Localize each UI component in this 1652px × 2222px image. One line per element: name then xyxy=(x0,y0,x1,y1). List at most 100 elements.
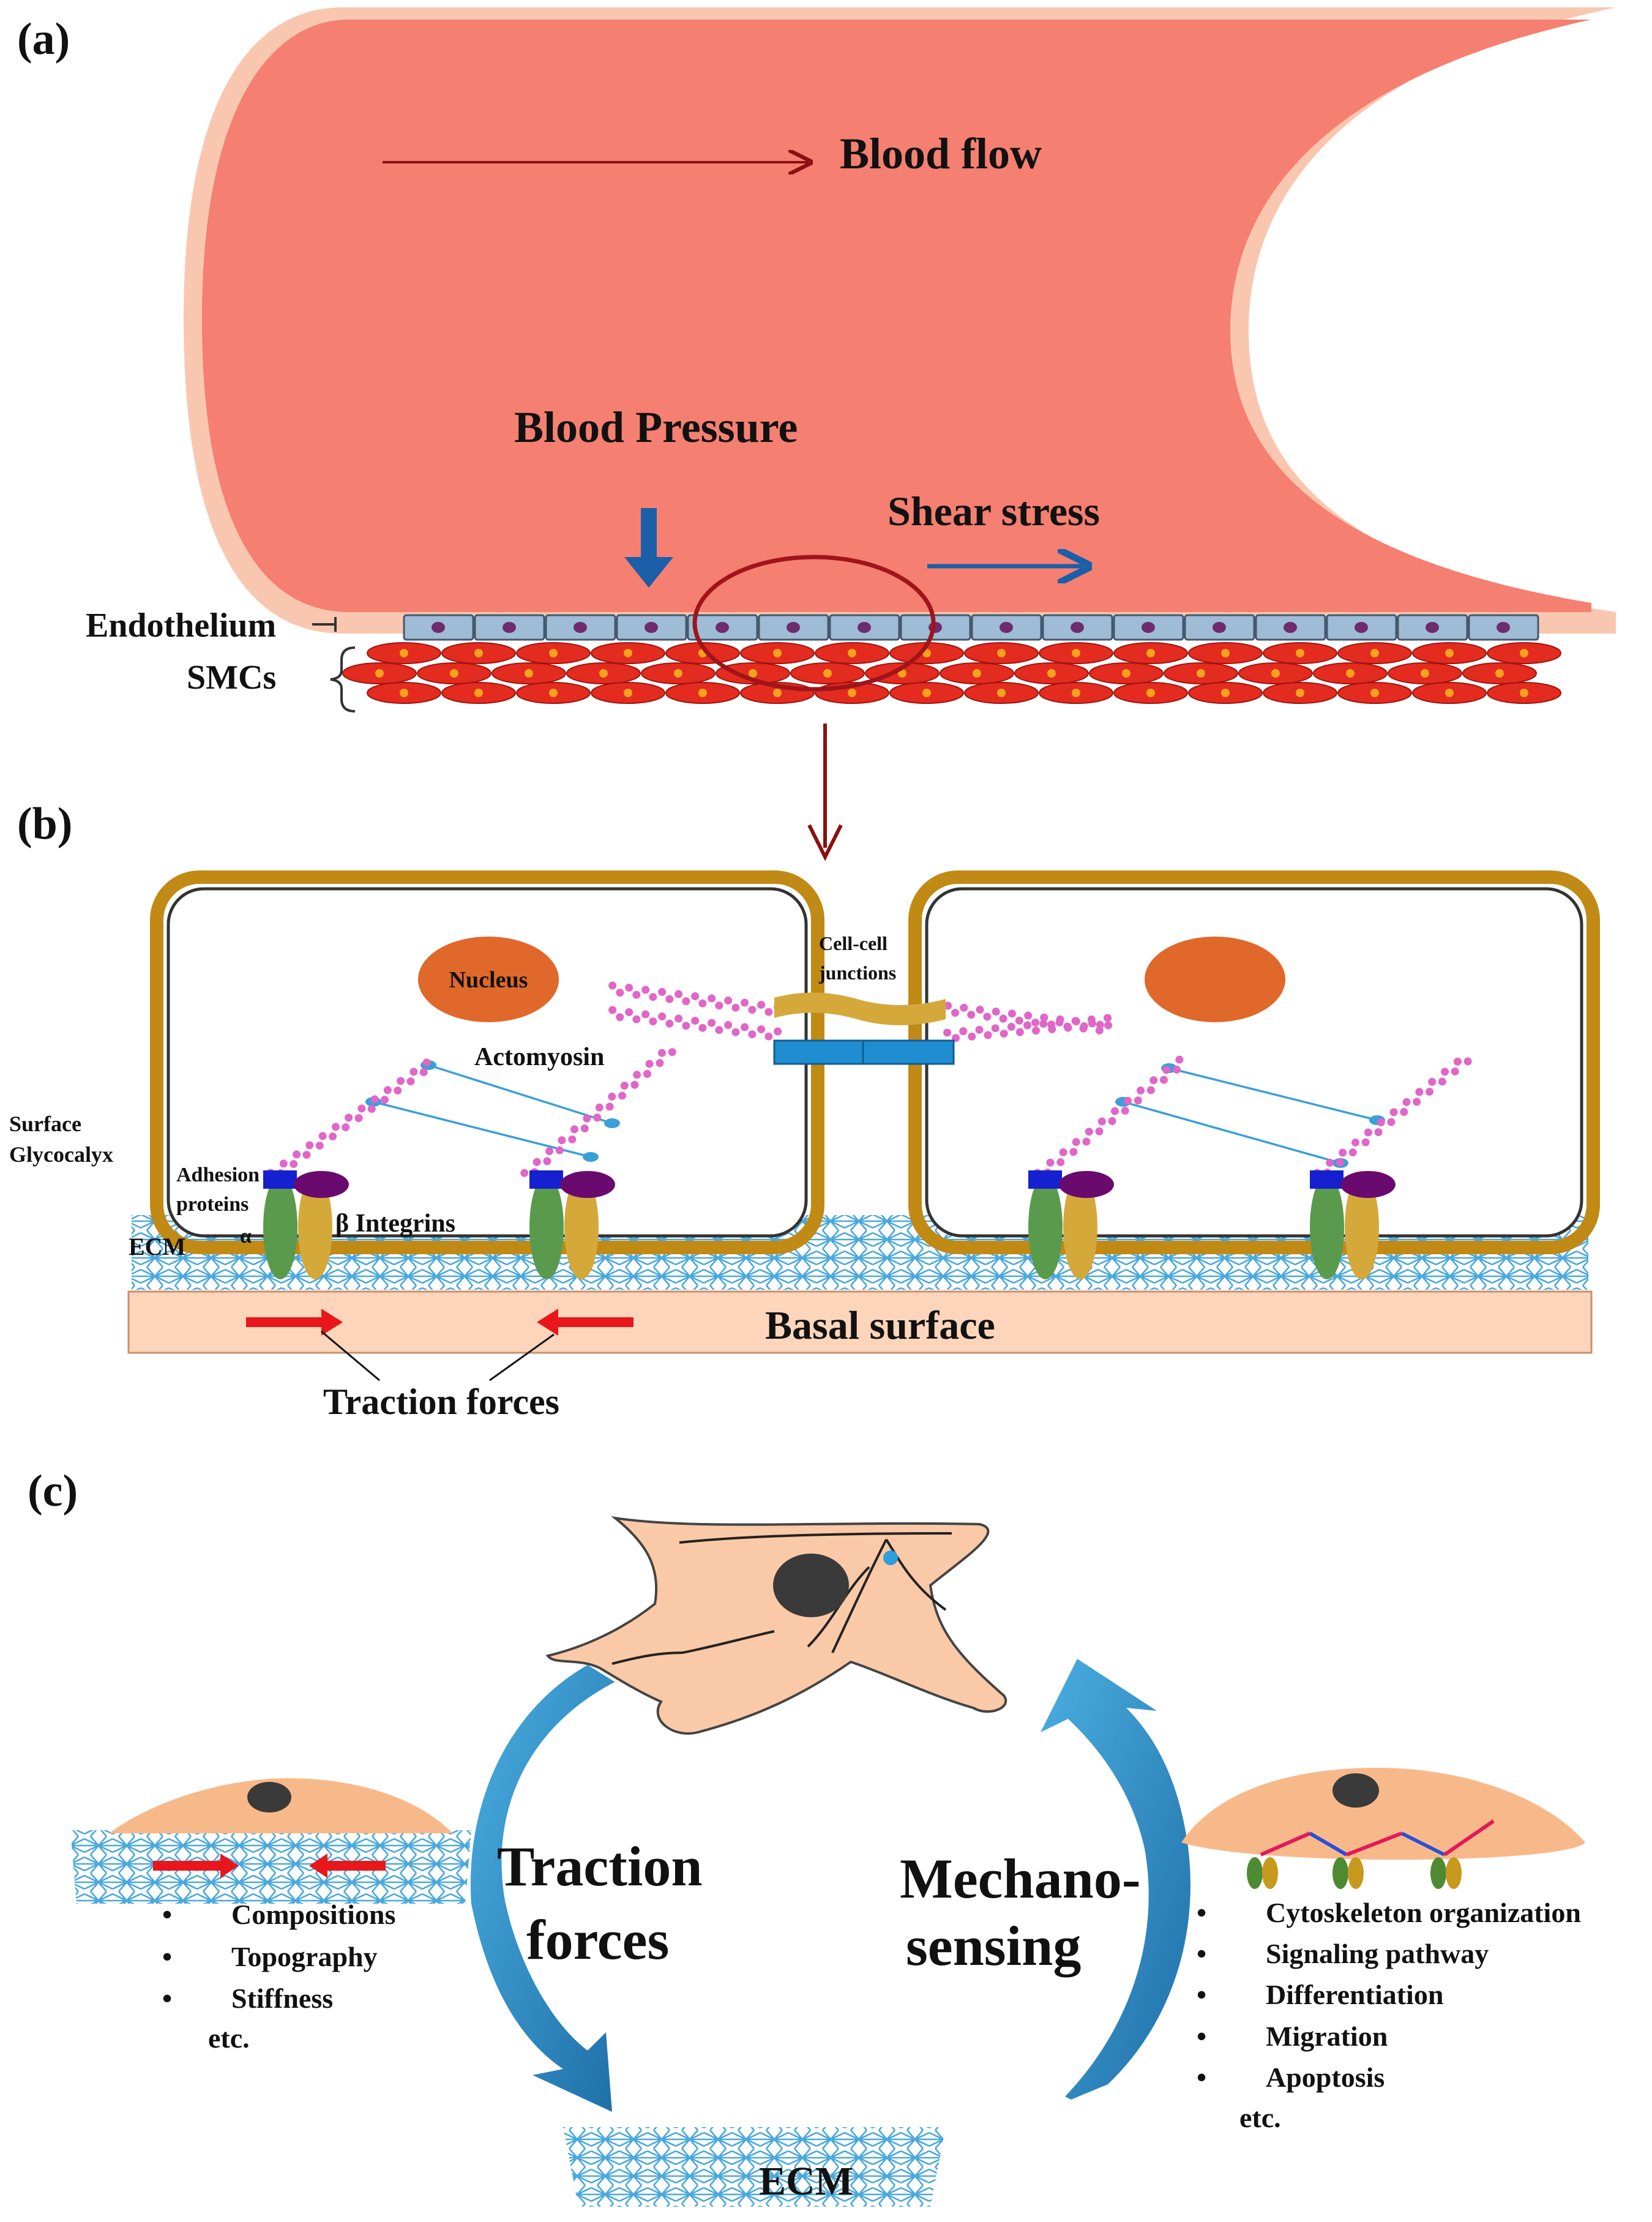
actin-bead xyxy=(290,1160,298,1169)
actin-bead xyxy=(608,1092,616,1101)
actin-bead xyxy=(1348,1148,1357,1157)
actin-bead xyxy=(1415,1088,1424,1096)
smc-nucleus xyxy=(698,689,707,697)
right-item-migration: Migration xyxy=(1266,2021,1388,2052)
actin-bead xyxy=(1137,1087,1145,1095)
integrin-alpha-small xyxy=(1247,1857,1263,1889)
actin-bead xyxy=(656,1059,664,1068)
adhesion-protein-2 xyxy=(560,1171,615,1198)
endothelial-nucleus xyxy=(1071,622,1084,633)
smc-nucleus xyxy=(922,689,931,697)
blood-vessel xyxy=(202,20,1591,612)
smc-nucleus xyxy=(848,649,856,657)
smc-nucleus xyxy=(1296,649,1304,657)
endothelium-layer xyxy=(403,614,1539,641)
smc-nucleus xyxy=(1445,649,1454,657)
actin-bead xyxy=(1085,1128,1093,1136)
top-cell-nucleus xyxy=(773,1554,849,1617)
right-bullet-3: • xyxy=(1197,1979,1206,2010)
smc-nucleus xyxy=(624,689,632,697)
integrin-beta xyxy=(1345,1175,1379,1279)
actin-bead xyxy=(342,1123,350,1132)
actin-bead xyxy=(1110,1107,1119,1115)
actin-bead xyxy=(1082,1137,1091,1146)
actin-bead xyxy=(1087,1015,1096,1023)
endothelial-nucleus xyxy=(1355,622,1368,633)
mechanosensing-big-2: sensing xyxy=(906,1915,1081,1977)
actin-bead xyxy=(691,992,700,1001)
smc-nucleus xyxy=(1445,689,1454,697)
right-flat-cell xyxy=(1181,1768,1585,1860)
actin-bead xyxy=(1069,1148,1078,1156)
cytoskeleton-segment xyxy=(1309,1831,1348,1857)
smc-nucleus xyxy=(599,669,608,678)
actin-bead xyxy=(682,997,690,1006)
right-flat-cell-nucleus xyxy=(1332,1773,1379,1808)
actin-bead xyxy=(1024,1011,1033,1020)
actin-bead xyxy=(731,1028,740,1036)
actin-bead xyxy=(419,1068,428,1077)
actin-bead xyxy=(570,1125,578,1134)
actin-bead xyxy=(367,1105,376,1113)
adhesion-protein xyxy=(1310,1170,1344,1189)
adhesion-proteins-label-1: Adhesion xyxy=(176,1164,260,1186)
smc-nucleus xyxy=(1146,689,1155,697)
junction-bar-left xyxy=(773,1039,864,1065)
actin-bead xyxy=(1097,1117,1106,1126)
surface-glycocalyx-label-2: Glycocalyx xyxy=(9,1142,113,1167)
cell-cell-junctions-label-2: junctions xyxy=(818,962,896,984)
integrin-beta xyxy=(564,1175,599,1279)
actin-bead xyxy=(409,1068,418,1076)
actin-bead xyxy=(1413,1098,1421,1106)
left-item-stiffness: Stiffness xyxy=(231,1983,333,2014)
actin-bead xyxy=(318,1132,327,1140)
actin-bead xyxy=(748,1006,757,1014)
actomyosin-label: Actomyosin xyxy=(474,1043,604,1071)
junction-bar-right xyxy=(862,1039,955,1065)
actin-bead xyxy=(605,1102,614,1111)
actin-bead xyxy=(422,1058,431,1067)
smc-nucleus xyxy=(1520,649,1528,657)
adhesion-proteins-label-2: proteins xyxy=(176,1193,249,1216)
basal-surface-label: Basal surface xyxy=(765,1303,995,1348)
actin-bead xyxy=(632,990,641,999)
actin-bead xyxy=(305,1141,314,1150)
cytoskeleton-segment xyxy=(1400,1831,1446,1857)
smc-nucleus xyxy=(400,689,408,697)
adhesion-protein xyxy=(529,1170,563,1189)
actin-bead xyxy=(741,1023,749,1031)
actin-bead xyxy=(555,1146,564,1154)
integrin-alpha xyxy=(529,1175,564,1279)
blood-pressure-label: Blood Pressure xyxy=(514,403,798,452)
right-response-list: • Cytoskeleton organization • Signaling … xyxy=(1197,1897,1581,2133)
actin-bead xyxy=(643,1069,651,1078)
smc-nucleus xyxy=(450,669,458,678)
actin-bead xyxy=(731,1003,740,1012)
smc-nucleus xyxy=(1122,669,1131,678)
actin-bead xyxy=(583,1114,591,1123)
endothelial-nucleus xyxy=(1213,622,1226,633)
actin-bead xyxy=(1000,1030,1008,1038)
myosin-links xyxy=(373,1064,1378,1164)
integrin-beta-small xyxy=(1262,1857,1278,1889)
actin-bead xyxy=(354,1114,363,1123)
actin-bead xyxy=(960,1003,968,1012)
actin-bead xyxy=(1007,1022,1015,1031)
right-item-differentiation: Differentiation xyxy=(1266,1979,1443,2010)
actin-bead xyxy=(951,1009,959,1017)
junction-cadherin xyxy=(774,992,946,1025)
actin-bead xyxy=(558,1136,566,1145)
left-item-topography: Topography xyxy=(231,1941,378,1972)
smc-nucleus xyxy=(1221,649,1230,657)
actin-bead xyxy=(1080,1022,1088,1031)
zoom-circle xyxy=(692,555,936,692)
actin-bead xyxy=(593,1113,602,1122)
smc-nucleus xyxy=(1495,669,1504,678)
endothelial-nucleus xyxy=(1284,622,1297,633)
actin-bead xyxy=(658,988,667,997)
smc-nucleus xyxy=(773,689,782,697)
actin-bead xyxy=(1175,1055,1184,1064)
actin-bead xyxy=(968,1032,976,1041)
actin-bead xyxy=(741,998,749,1007)
actin-bead xyxy=(992,1008,1000,1016)
